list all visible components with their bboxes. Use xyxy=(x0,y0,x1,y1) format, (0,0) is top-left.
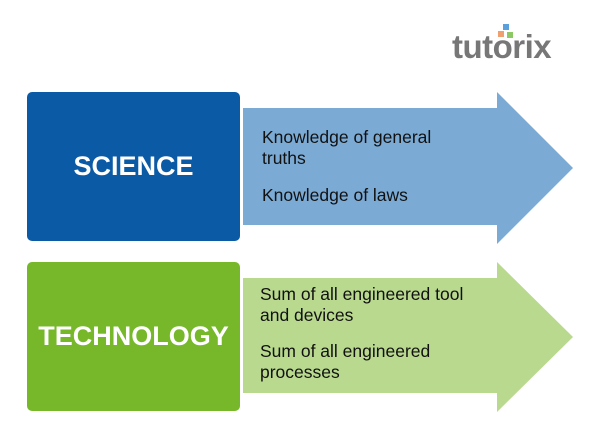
technology-point: Sum of all engineered processes xyxy=(260,341,431,382)
logo-dot-icon xyxy=(503,24,509,30)
technology-label: TECHNOLOGY xyxy=(38,321,229,351)
science-arrow xyxy=(243,92,573,244)
science-label: SCIENCE xyxy=(73,151,194,181)
technology-point: Sum of all engineered tool and devices xyxy=(260,284,464,325)
science-point: Knowledge of general truths xyxy=(262,127,432,168)
logo-dot-icon xyxy=(498,31,504,37)
technology-box: TECHNOLOGY xyxy=(27,262,240,411)
logo-dot-icon xyxy=(507,32,513,38)
technology-arrow xyxy=(243,262,573,412)
science-box: SCIENCE xyxy=(27,92,240,241)
science-point: Knowledge of laws xyxy=(262,185,408,205)
